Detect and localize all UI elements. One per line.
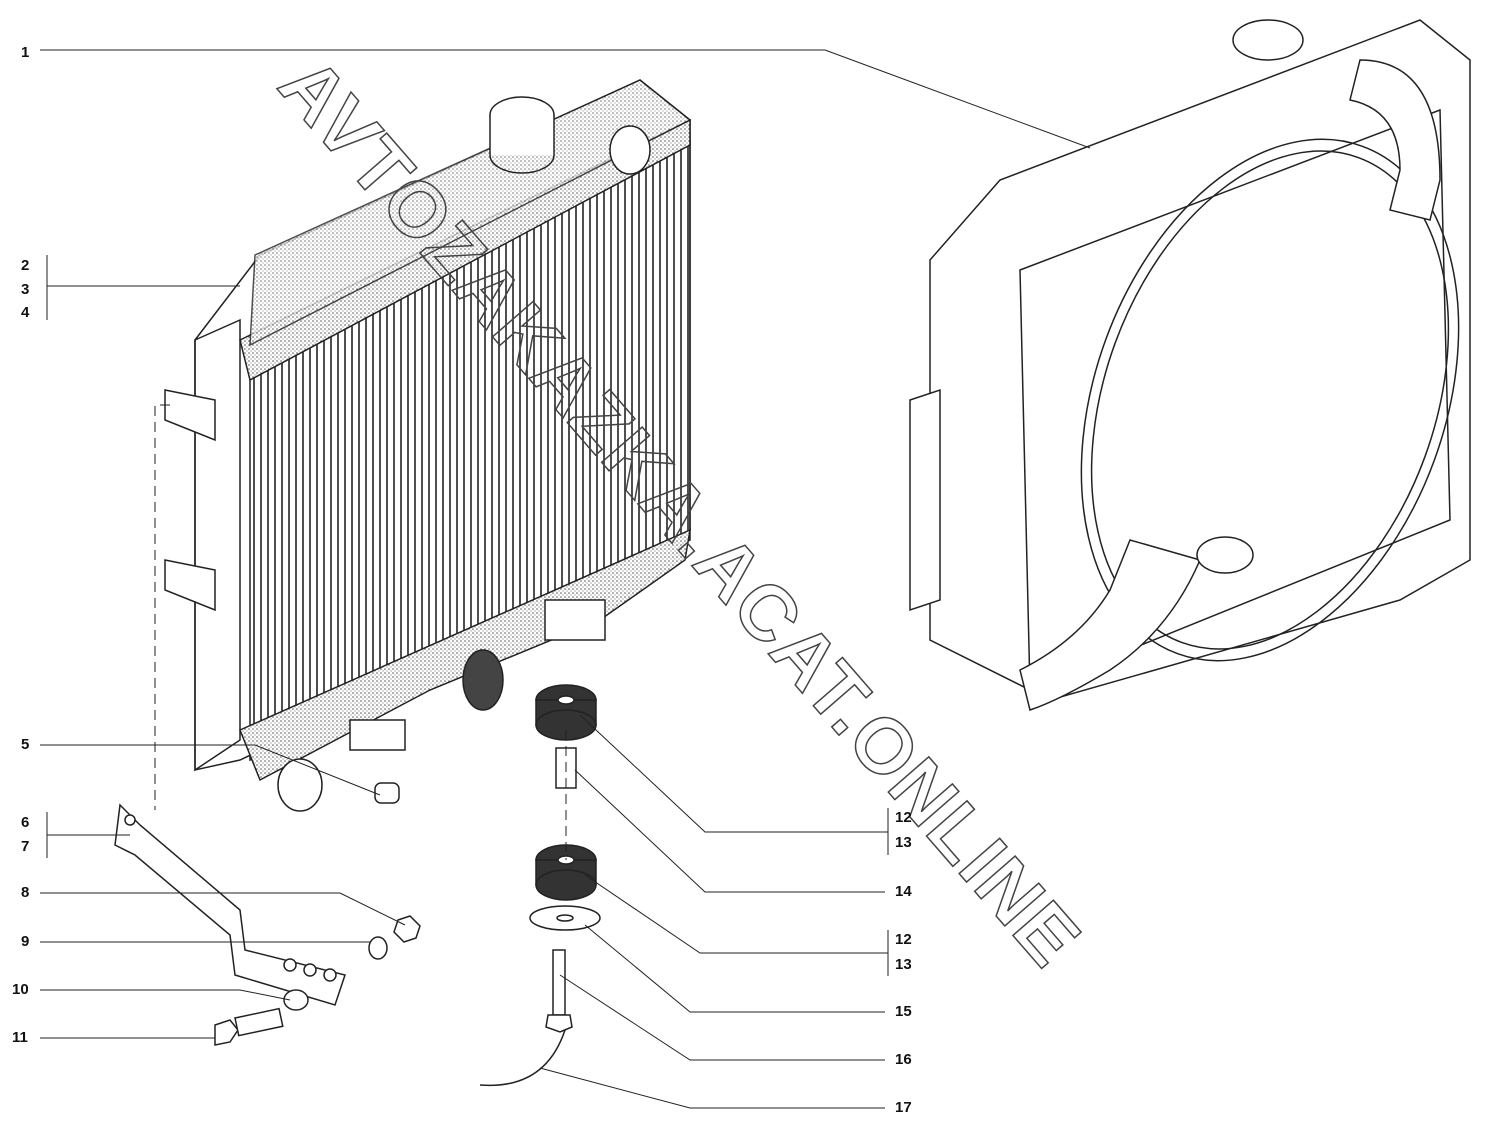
callout-9: 9 xyxy=(21,933,30,950)
callout-7: 7 xyxy=(21,838,30,855)
mounting-hardware xyxy=(114,684,601,1087)
callout-1: 1 xyxy=(21,44,30,61)
callout-8: 8 xyxy=(21,884,30,901)
callout-4: 4 xyxy=(21,304,30,321)
leader-lines xyxy=(40,49,1091,1109)
callout-2: 2 xyxy=(21,257,30,274)
radiator-front-view xyxy=(164,79,692,812)
callout-10: 10 xyxy=(12,981,29,998)
callout-15: 15 xyxy=(895,1003,912,1020)
callout-16: 16 xyxy=(895,1051,912,1068)
assembly-dashed-lines xyxy=(154,404,567,860)
callout-6: 6 xyxy=(21,814,30,831)
callout-14: 14 xyxy=(895,883,912,900)
callout-3: 3 xyxy=(21,281,30,298)
callout-13: 13 xyxy=(895,834,912,851)
callout-11: 11 xyxy=(12,1029,28,1046)
radiator-shroud-rear-view xyxy=(909,19,1471,711)
callout-17: 17 xyxy=(895,1099,912,1116)
callout-12-lower: 12 xyxy=(895,931,912,948)
callout-5: 5 xyxy=(21,736,30,753)
callout-13-lower: 13 xyxy=(895,956,912,973)
callout-12: 12 xyxy=(895,809,912,826)
